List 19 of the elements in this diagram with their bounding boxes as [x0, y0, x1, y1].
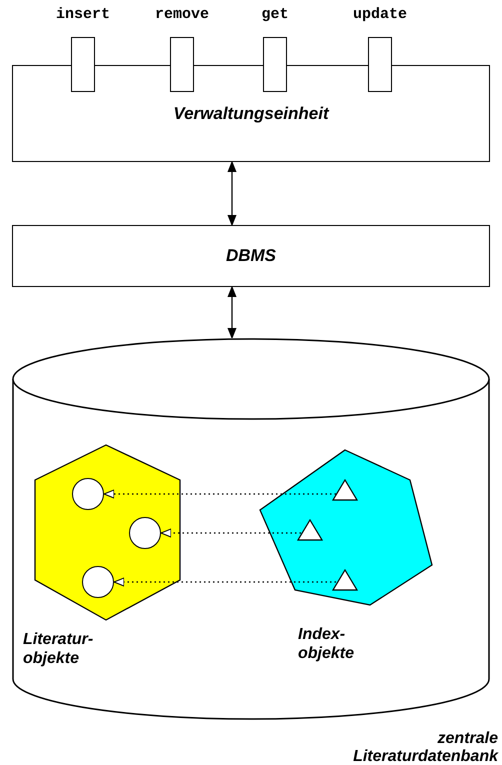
box-label: Verwaltungseinheit: [173, 104, 329, 124]
triangle-marker: [332, 479, 358, 501]
process-box: [12, 65, 490, 162]
process-box: [12, 225, 490, 287]
arrow: [160, 528, 301, 538]
group-label: Index- objekte: [298, 625, 356, 663]
arrow: [104, 490, 336, 498]
arrow: [114, 578, 336, 586]
caption-text: zentrale Literaturdatenbank: [352, 730, 498, 765]
port-label: update: [352, 6, 408, 23]
arrow: [228, 162, 236, 226]
box-label: DBMS: [226, 246, 276, 266]
port-label: get: [260, 6, 290, 23]
group-label: Literatur- objekte: [23, 630, 94, 668]
arrow: [228, 286, 236, 338]
triangle-marker: [297, 519, 323, 541]
port-label: insert: [54, 6, 111, 23]
triangle-marker: [332, 569, 358, 591]
port-label: remove: [154, 6, 210, 23]
